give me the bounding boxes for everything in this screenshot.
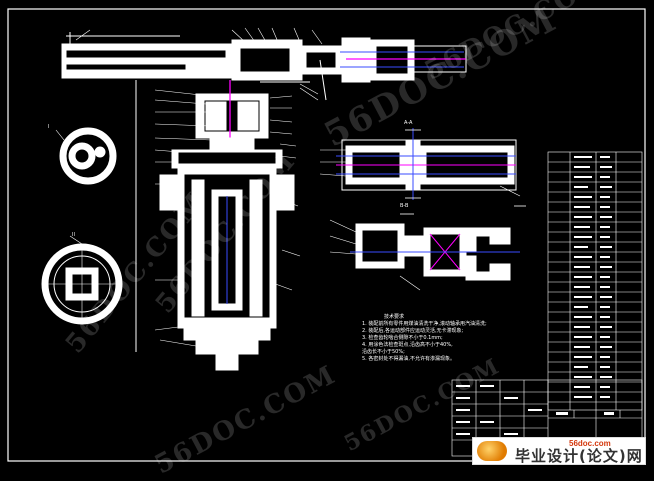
label-section-2: II — [72, 232, 75, 238]
title-block-text-marks — [456, 385, 614, 435]
label-section-1: I — [48, 124, 50, 130]
tech-requirements: 技术要求 1. 装配前所有零件用煤油清洗干净,滚动轴承用汽油清洗; 2. 装配后… — [362, 314, 542, 363]
tech-requirement-line: 沿齿长不小于50%; — [362, 349, 405, 355]
brand-logo-icon — [477, 441, 507, 461]
brand-text: 毕业设计(论文)网 — [515, 446, 643, 465]
tech-requirements-title: 技术要求 — [384, 314, 405, 320]
view-markers — [400, 129, 526, 215]
circular-view-bottom — [41, 235, 123, 325]
brand-banner[interactable]: 56doc.com 毕业设计(论文)网 — [472, 437, 646, 465]
section-view-a — [319, 128, 521, 200]
parts-list-table — [547, 151, 643, 411]
section-view-b — [329, 219, 520, 291]
tech-requirement-line: 1. 装配前所有零件用煤油清洗干净,滚动轴承用汽油清洗; — [362, 321, 487, 327]
tech-requirement-line: 5. 各密封处不得漏油,不允许有渗漏现象。 — [362, 356, 455, 362]
tech-requirement-line: 3. 检查齿轮啮合侧隙不小于0.1mm; — [362, 335, 443, 341]
label-view-b: B-B — [400, 203, 409, 209]
cad-drawing — [7, 8, 646, 462]
circular-view-top — [55, 127, 117, 185]
drawing-canvas: A-A B-B I II 技术要求 1. 装配前所有零件用煤油清洗干净,滚动轴承… — [7, 0, 646, 481]
tech-requirement-line: 4. 用涂色法检查斑点,沿齿高不小于40%, — [362, 342, 453, 348]
parts-list-text-marks — [574, 156, 612, 398]
tech-requirement-line: 2. 装配后,各运动部件应运动灵活,无卡滞现象; — [362, 328, 464, 334]
drawing-border — [7, 8, 646, 462]
horizontal-arm — [61, 32, 467, 101]
vertical-column — [135, 80, 295, 371]
label-view-a: A-A — [404, 120, 413, 126]
leader-lines-column — [154, 89, 301, 347]
leader-lines-top — [75, 27, 323, 101]
brand-site: 56doc.com — [569, 439, 611, 448]
